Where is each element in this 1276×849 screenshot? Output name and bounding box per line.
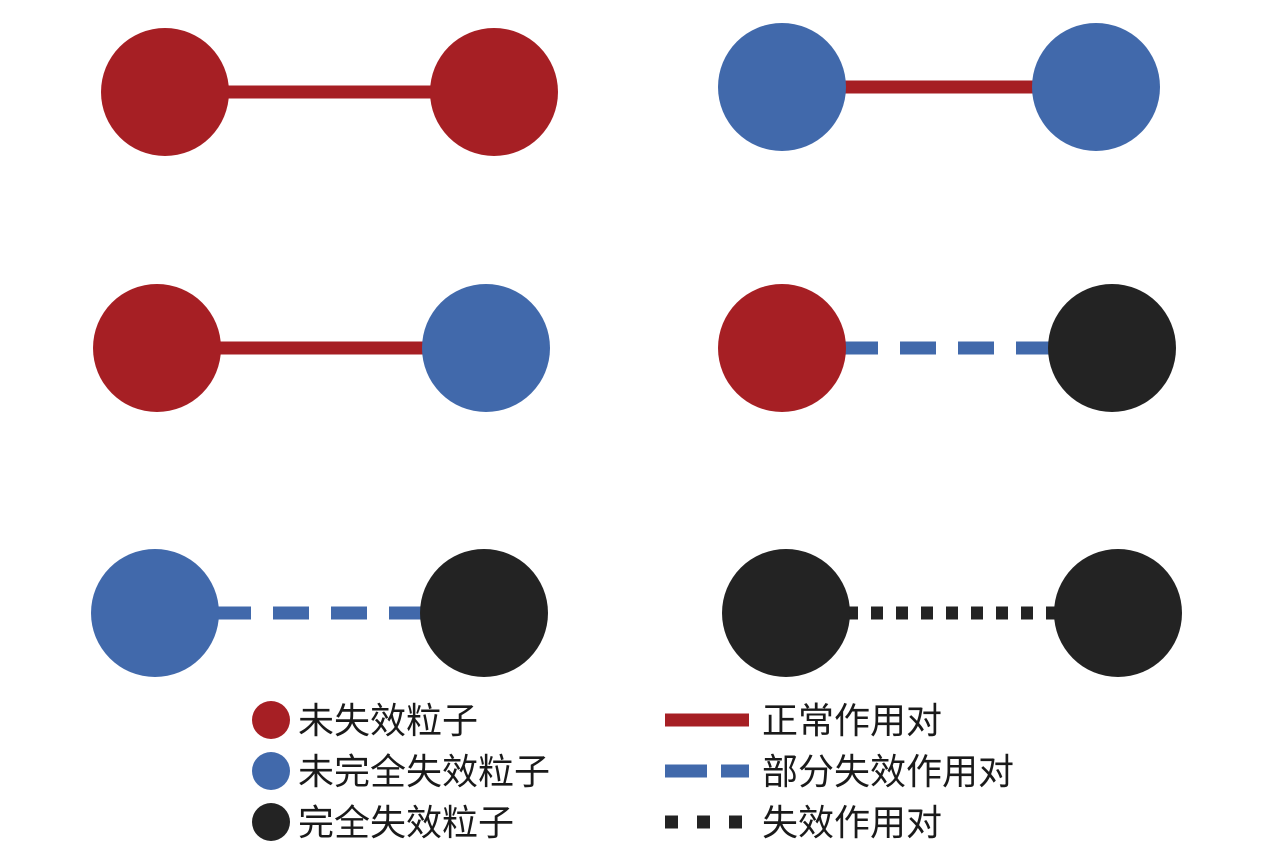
failed-particle-right xyxy=(1054,549,1182,677)
legend-label-partial-bond: 部分失效作用对 xyxy=(762,752,1014,793)
legend: 未失效粒子 未完全失效粒子 完全失效粒子 正常作用对 部分失效作用对 失效作用对 xyxy=(252,701,1014,844)
failed-particle-right xyxy=(420,549,548,677)
particle-pair-5 xyxy=(91,549,548,677)
intact-particle-swatch xyxy=(252,701,290,739)
legend-label-partial-particle: 未完全失效粒子 xyxy=(298,752,550,793)
legend-item-normal-bond: 正常作用对 xyxy=(665,701,942,742)
pairs-layer xyxy=(91,23,1182,677)
legend-label-normal-bond: 正常作用对 xyxy=(762,701,942,742)
partial-particle-right xyxy=(422,284,550,412)
intact-particle-left xyxy=(718,284,846,412)
partial-particle-swatch xyxy=(252,752,290,790)
intact-particle-left xyxy=(101,28,229,156)
partial-particle-left xyxy=(718,23,846,151)
legend-item-failed-bond: 失效作用对 xyxy=(665,803,942,844)
partial-particle-left xyxy=(91,549,219,677)
failed-particle-right xyxy=(1048,284,1176,412)
failed-particle-left xyxy=(722,549,850,677)
particle-pair-2 xyxy=(718,23,1160,151)
particle-pair-4 xyxy=(718,284,1176,412)
failed-particle-swatch xyxy=(252,803,290,841)
legend-item-partial-particle: 未完全失效粒子 xyxy=(252,752,550,793)
legend-item-partial-bond: 部分失效作用对 xyxy=(665,752,1014,793)
partial-particle-right xyxy=(1032,23,1160,151)
particle-pair-3 xyxy=(93,284,550,412)
legend-item-failed-particle: 完全失效粒子 xyxy=(252,803,514,844)
particle-pair-1 xyxy=(101,28,558,156)
intact-particle-left xyxy=(93,284,221,412)
legend-label-failed-particle: 完全失效粒子 xyxy=(298,803,514,844)
legend-label-intact-particle: 未失效粒子 xyxy=(298,701,478,742)
intact-particle-right xyxy=(430,28,558,156)
particle-pair-6 xyxy=(722,549,1182,677)
legend-item-intact-particle: 未失效粒子 xyxy=(252,701,478,742)
legend-label-failed-bond: 失效作用对 xyxy=(762,803,942,844)
